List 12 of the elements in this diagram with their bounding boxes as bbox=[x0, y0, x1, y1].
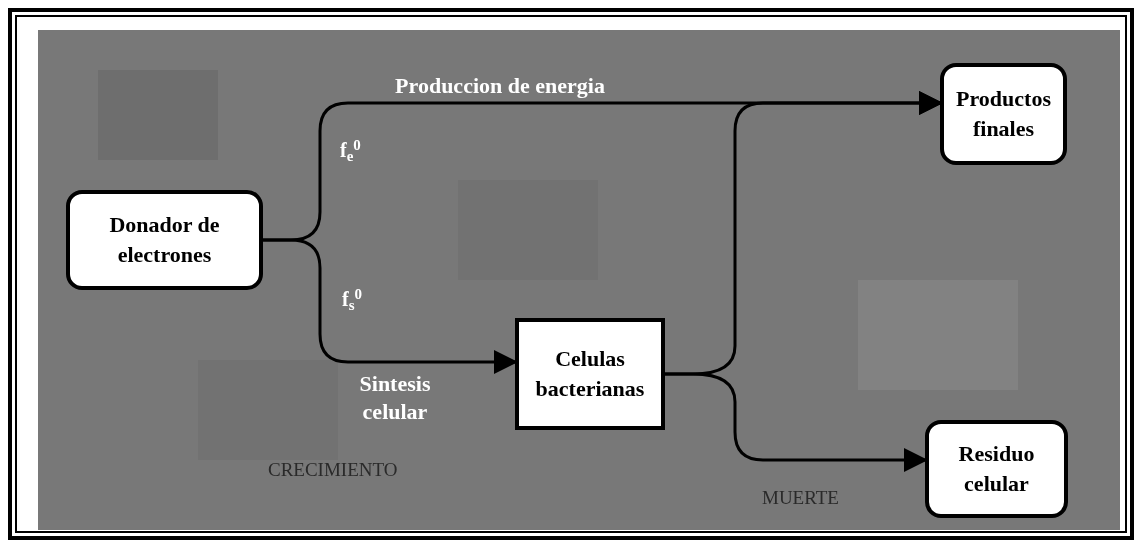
process-box bbox=[925, 420, 1068, 518]
edge-label: Sintesis celular bbox=[358, 370, 432, 425]
process-box bbox=[515, 318, 665, 430]
edge-label: Produccion de energia bbox=[394, 72, 606, 100]
box-label: Donador de electrones bbox=[108, 211, 221, 269]
box-label: Productos finales bbox=[955, 85, 1052, 143]
box-label: Celulas bacterianas bbox=[534, 345, 646, 403]
process-box bbox=[66, 190, 263, 290]
annotation-text: MUERTE bbox=[762, 486, 839, 510]
process-box bbox=[940, 63, 1067, 165]
box-label: Residuo celular bbox=[957, 440, 1036, 498]
annotation-text: CRECIMIENTO bbox=[268, 458, 398, 482]
